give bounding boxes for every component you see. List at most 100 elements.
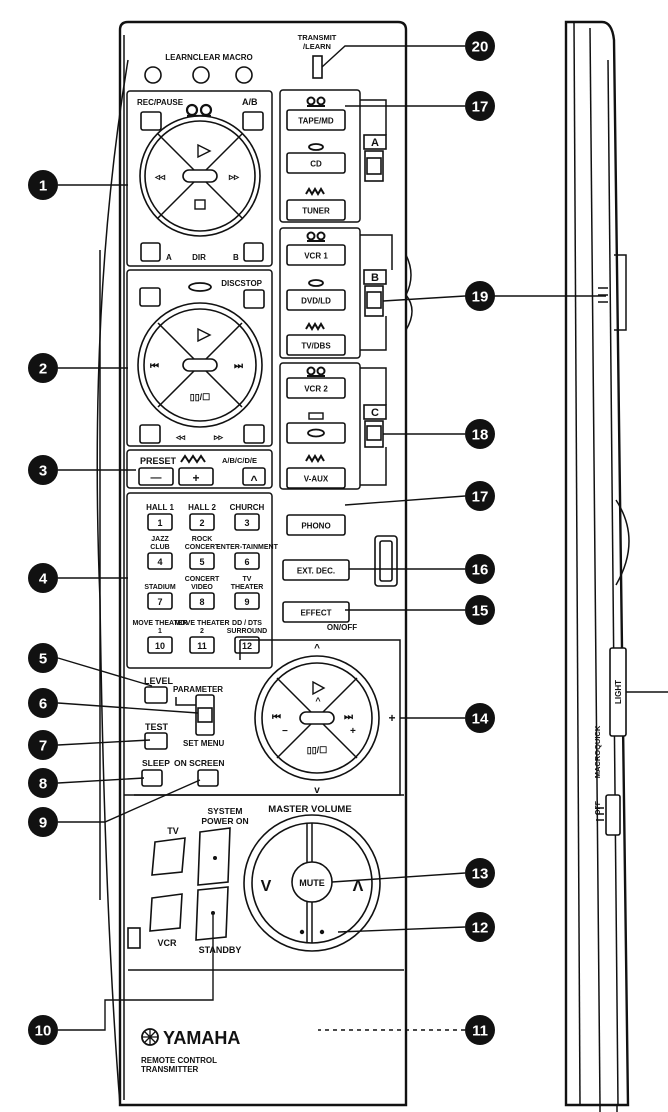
svg-text:YAMAHA: YAMAHA: [163, 1028, 240, 1048]
source-label: PHONO: [301, 522, 330, 531]
preset-plus-button[interactable]: [178, 467, 214, 486]
macro-button[interactable]: [235, 66, 253, 84]
program-number: 7: [157, 597, 162, 607]
v-aux-icon: [305, 454, 325, 463]
tv-dbs-icon: [305, 322, 325, 331]
program-label: DD / DTS: [232, 620, 262, 627]
on-screen-button[interactable]: [197, 769, 219, 787]
callout-badge-6: [28, 688, 58, 718]
disc-skip-button[interactable]: [139, 287, 161, 307]
learn-label: /LEARN: [303, 42, 331, 51]
rec-pause-button[interactable]: [140, 111, 162, 131]
switch-a-bracket: [360, 99, 387, 135]
abcde-button[interactable]: [242, 467, 266, 486]
svg-text:^: ^: [315, 696, 321, 706]
switch-c-bracket: [360, 367, 387, 486]
parameter-label: PARAMETER: [173, 685, 223, 694]
program-button-11[interactable]: [189, 636, 215, 654]
on-screen-label: ON SCREEN: [174, 758, 225, 768]
learn-button[interactable]: [144, 66, 162, 84]
source-button-tape-md[interactable]: [286, 109, 346, 131]
macro-quick-switch[interactable]: [605, 794, 621, 836]
source-button-vcr-1[interactable]: [286, 244, 346, 266]
program-button-1[interactable]: [147, 513, 173, 531]
pause-stop-label: ▯▯/☐: [190, 392, 210, 402]
yamaha-logo: YAMAHA: [141, 1028, 240, 1048]
program-number: 12: [242, 641, 252, 651]
program-button-7[interactable]: [147, 592, 173, 610]
program-button-3[interactable]: [234, 513, 260, 531]
disc-right-button[interactable]: [243, 424, 265, 444]
callout-number-20: 20: [472, 39, 489, 56]
transmit-label: TRANSMIT: [298, 33, 337, 42]
level-button[interactable]: [144, 686, 168, 704]
source-button-vcr-2[interactable]: [286, 377, 346, 399]
callout-number-19: 19: [472, 289, 489, 306]
parameter-switch-knob[interactable]: [197, 707, 213, 723]
switch-a[interactable]: A: [363, 134, 387, 182]
program-label: THEATER: [231, 584, 264, 591]
source-button-ext-dec-[interactable]: [282, 559, 350, 581]
source-group-b: [279, 227, 361, 359]
source-button-cd[interactable]: [286, 152, 346, 174]
program-button-6[interactable]: [234, 552, 260, 570]
vcr-power-button[interactable]: [149, 893, 183, 932]
dir-label: DIR: [192, 253, 206, 262]
callout-number-18: 18: [472, 427, 489, 444]
callout-leader-13: [331, 872, 466, 883]
program-label: CONCERT: [185, 544, 220, 551]
light-switch-knob[interactable]: [379, 540, 393, 582]
source-button-v-aux[interactable]: [286, 467, 346, 489]
dir-a-button[interactable]: [140, 242, 161, 262]
callout-badge-20: [465, 31, 495, 61]
transmitter-label: TRANSMITTER: [141, 1065, 199, 1074]
program-button-2[interactable]: [189, 513, 215, 531]
sleep-button[interactable]: [141, 769, 163, 787]
program-button-4[interactable]: [147, 552, 173, 570]
program-label: STADIUM: [144, 584, 176, 591]
test-button[interactable]: [144, 732, 168, 750]
light-label: LIGHT: [614, 680, 623, 704]
callout-number-3: 3: [39, 463, 47, 480]
test-label: TEST: [145, 722, 169, 732]
source-button-tuner[interactable]: [286, 199, 346, 221]
side-switch-bump: [405, 254, 413, 331]
source-button-dvd-ld[interactable]: [286, 289, 346, 311]
callout-badge-2: [28, 353, 58, 383]
source-label: CD: [310, 160, 322, 169]
source-button-phono[interactable]: [286, 514, 346, 536]
tape-dpad[interactable]: ◃◃ ▹▹: [139, 115, 261, 237]
preset-minus-button[interactable]: [138, 467, 174, 486]
disc-dpad[interactable]: ⏮ ⏭ ▯▯/☐: [137, 302, 263, 428]
svg-text:A: A: [371, 137, 379, 149]
callout-number-1: 1: [39, 178, 47, 195]
rec-pause-label: REC/PAUSE: [137, 98, 184, 107]
standby-dot: [211, 911, 215, 915]
program-button-12[interactable]: [234, 636, 260, 654]
dir-b-button[interactable]: [243, 242, 264, 262]
tuner-icon: [305, 187, 325, 196]
tv-power-button[interactable]: [151, 837, 186, 876]
effect-dpad[interactable]: ^ ⏮ − ⏭ + ▯▯/☐: [254, 655, 380, 781]
source-label: VCR 2: [304, 385, 328, 394]
switch-c[interactable]: C: [363, 404, 387, 448]
volume-down-glyph: V: [261, 878, 272, 895]
svg-text:⏭: ⏭: [344, 712, 353, 723]
source-button-effect[interactable]: [282, 601, 350, 623]
callout-number-17: 17: [472, 99, 489, 116]
disc-left-button[interactable]: [139, 424, 161, 444]
ab-button[interactable]: [242, 111, 264, 131]
callout-leader-5: [57, 657, 153, 687]
preset-minus-text: —: [151, 472, 162, 484]
source-label: TAPE/MD: [298, 117, 334, 126]
program-button-5[interactable]: [189, 552, 215, 570]
program-button-10[interactable]: [147, 636, 173, 654]
program-button-8[interactable]: [189, 592, 215, 610]
clear-button[interactable]: [192, 66, 210, 84]
discstop-button[interactable]: [243, 289, 265, 309]
program-button-9[interactable]: [234, 592, 260, 610]
switch-b[interactable]: B: [363, 269, 387, 317]
source-button-tv-dbs[interactable]: [286, 334, 346, 356]
aux-disc-button[interactable]: [286, 422, 346, 444]
